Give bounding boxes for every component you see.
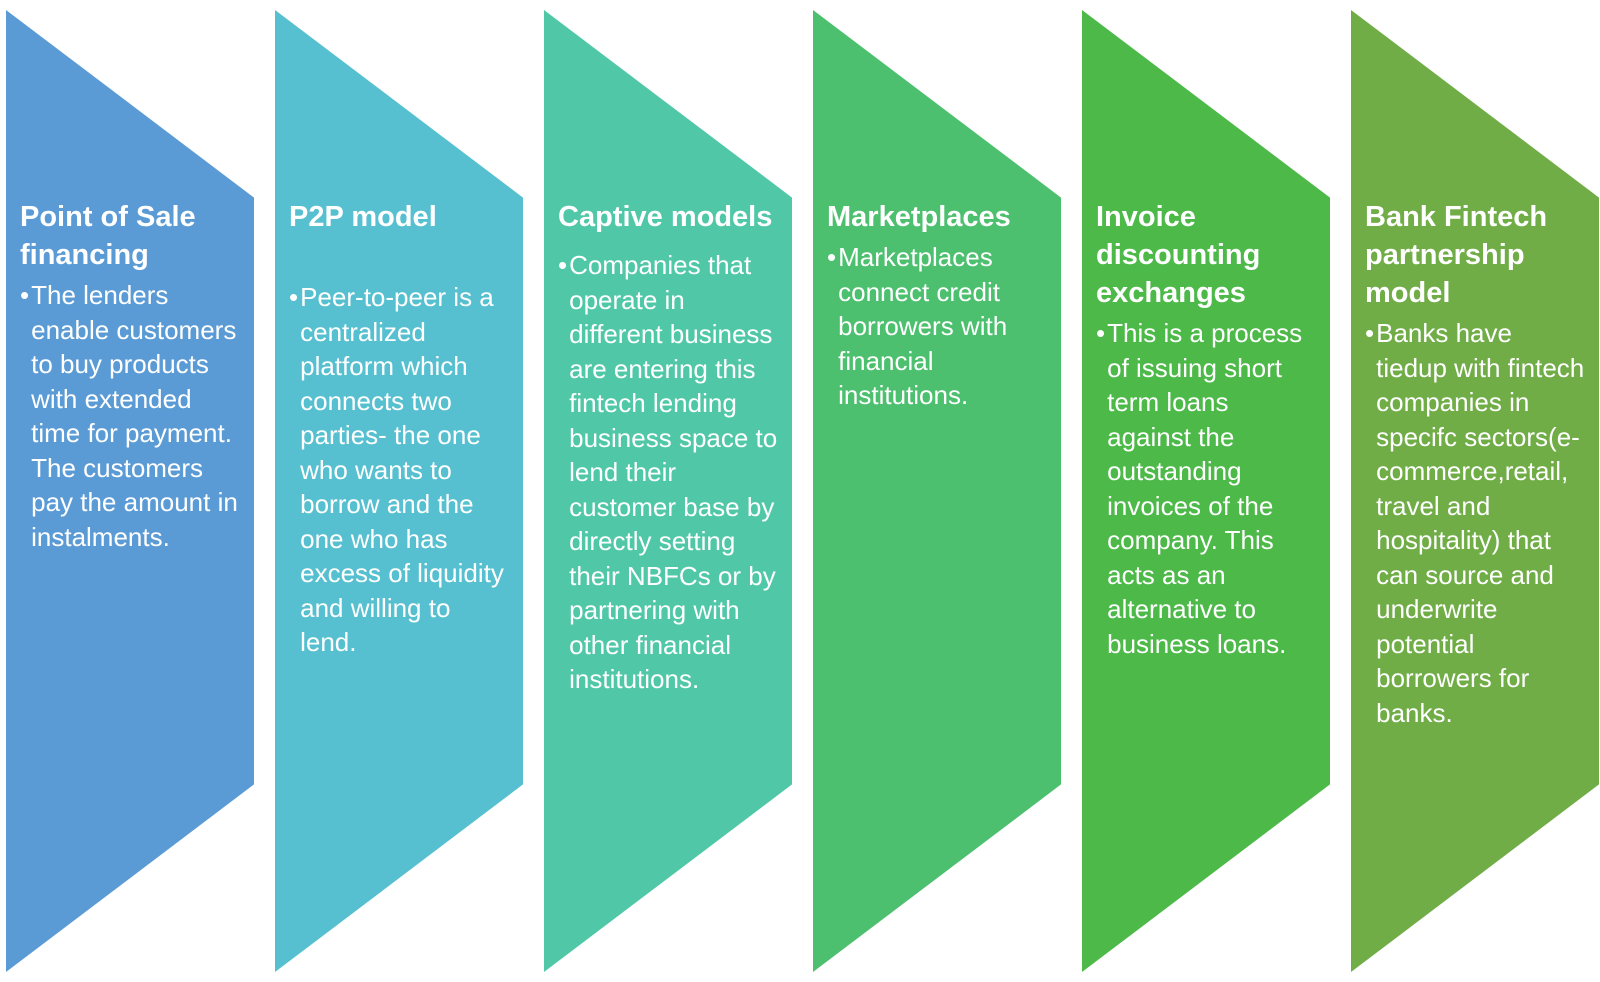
chevron-description: Banks have tiedup with fintech companies… (1376, 318, 1585, 728)
bullet-dot: • (289, 282, 299, 312)
chevron-bullet: • Companies that operate in different bu… (558, 248, 780, 697)
chevron-bullet: • This is a process of issuing short ter… (1096, 316, 1318, 661)
chevron-bullet: • Banks have tiedup with fintech compani… (1365, 316, 1587, 730)
chevron-content: Invoice discounting exchanges • This is … (1096, 198, 1318, 661)
chevron-title: Marketplaces (827, 201, 1011, 233)
chevron-title: Point of Sale financing (20, 201, 196, 271)
chevron-bullet: • Peer-to-peer is a centralized platform… (289, 280, 511, 660)
chevron-content: Bank Fintech partnership model • Banks h… (1365, 198, 1587, 730)
chevron-title: Bank Fintech partnership model (1365, 201, 1548, 309)
chevron-description: The lenders enable customers to buy prod… (31, 280, 238, 552)
chevron-bank-fintech-partnership-model: Bank Fintech partnership model • Banks h… (1351, 10, 1599, 972)
chevron-title: Invoice discounting exchanges (1096, 201, 1261, 309)
chevron-content: P2P model • Peer-to-peer is a centralize… (289, 198, 511, 660)
chevron-description: Peer-to-peer is a centralized platform w… (300, 282, 504, 657)
chevron-title: Captive models (558, 201, 773, 233)
chevron-bullet: • The lenders enable customers to buy pr… (20, 278, 242, 554)
chevron-description: This is a process of issuing short term … (1107, 318, 1303, 659)
chevron-p2p-model: P2P model • Peer-to-peer is a centralize… (275, 10, 523, 972)
bullet-dot: • (827, 242, 837, 272)
bullet-dot: • (558, 250, 568, 280)
chevron-description: Marketplaces connect credit borrowers wi… (838, 242, 1008, 410)
chevron-marketplaces: Marketplaces • Marketplaces connect cred… (813, 10, 1061, 972)
chevron-captive-models: Captive models • Companies that operate … (544, 10, 792, 972)
bullet-dot: • (20, 280, 30, 310)
chevron-point-of-sale-financing: Point of Sale financing • The lenders en… (6, 10, 254, 972)
chevron-content: Marketplaces • Marketplaces connect cred… (827, 198, 1049, 413)
chevron-bullet: • Marketplaces connect credit borrowers … (827, 240, 1049, 413)
chevron-description: Companies that operate in different busi… (569, 250, 778, 694)
chevron-content: Point of Sale financing • The lenders en… (20, 198, 242, 554)
chevron-title: P2P model (289, 201, 437, 233)
chevron-content: Captive models • Companies that operate … (558, 198, 780, 697)
bullet-dot: • (1365, 318, 1375, 348)
bullet-dot: • (1096, 318, 1106, 348)
chevron-invoice-discounting-exchanges: Invoice discounting exchanges • This is … (1082, 10, 1330, 972)
